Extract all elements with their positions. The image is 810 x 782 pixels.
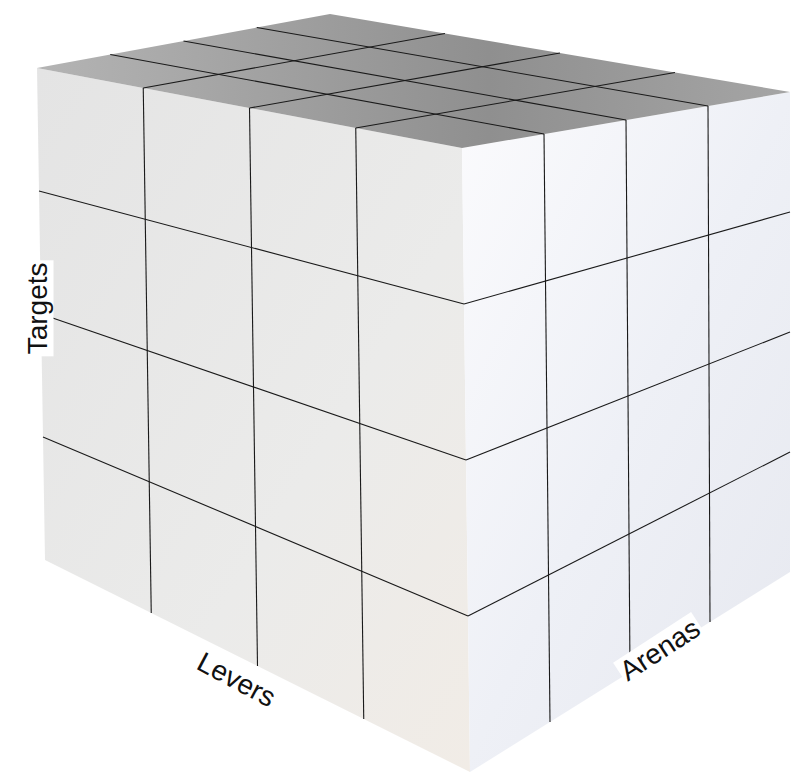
grid-line [110, 55, 544, 135]
grid-line [356, 128, 364, 719]
grid-line [356, 73, 675, 129]
axis-label: Targets [23, 260, 54, 356]
grid-line [466, 332, 790, 460]
grid-lines [39, 28, 790, 723]
left-face [37, 68, 470, 772]
grid-line [41, 314, 466, 460]
grid-line [43, 437, 468, 616]
grid-line [468, 452, 790, 616]
right-face [462, 92, 790, 772]
top-face [37, 14, 790, 148]
grid-line [708, 106, 710, 622]
